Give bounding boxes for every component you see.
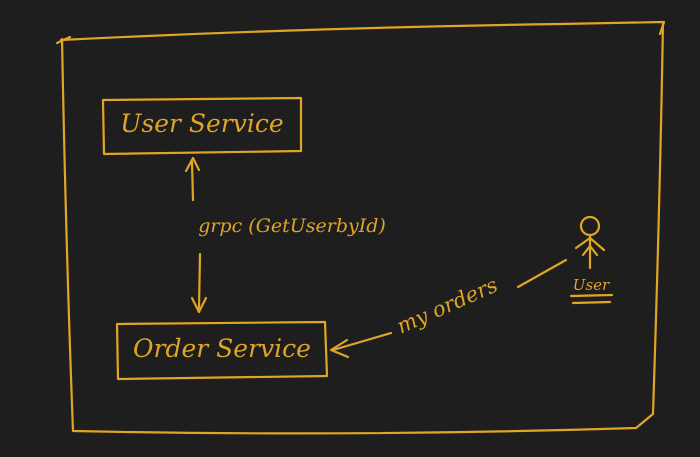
system-boundary-overlap <box>55 20 666 45</box>
my-orders-arrow-line-right <box>516 258 568 289</box>
user-service-box <box>101 96 303 156</box>
my-orders-arrow-head <box>329 338 350 359</box>
system-boundary <box>59 20 665 435</box>
grpc-arrow-down-head <box>190 296 208 314</box>
order-service-box <box>115 320 329 381</box>
diagram-ink <box>55 20 666 435</box>
order-service-label: Order Service <box>133 334 311 363</box>
user-service-label: User Service <box>120 109 283 138</box>
user-label-underline <box>569 293 614 305</box>
grpc-call-label: grpc (GetUserbyId) <box>198 215 386 237</box>
grpc-arrow-up-line <box>190 160 195 202</box>
stick-figure-icon <box>574 215 606 270</box>
grpc-arrow-down-line <box>197 252 202 310</box>
user-actor-label: User <box>573 276 610 294</box>
grpc-arrow-up-head <box>184 156 201 173</box>
my-orders-arrow-line-left <box>331 331 393 352</box>
